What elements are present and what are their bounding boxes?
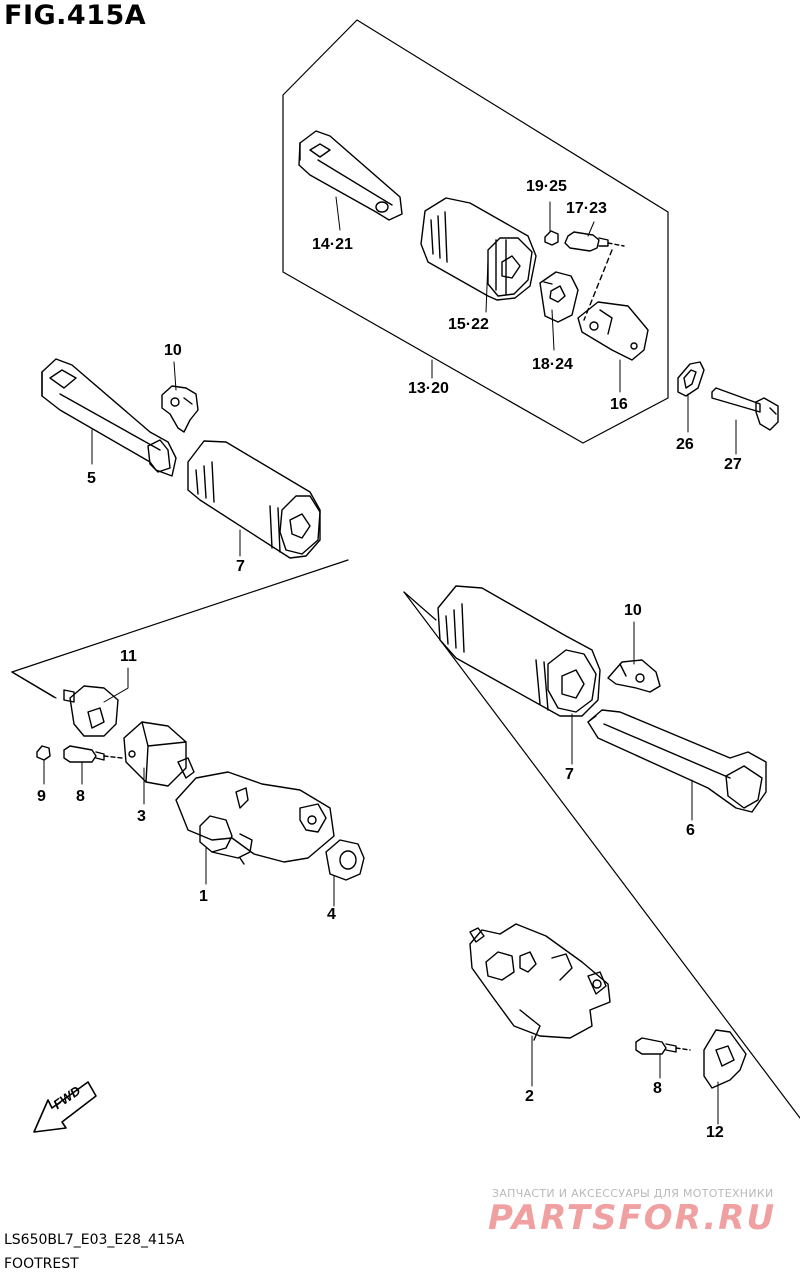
part-2-bracket xyxy=(469,923,611,1041)
callout-4: 4 xyxy=(327,906,336,923)
watermark-logo: PARTSFOR.RU xyxy=(488,1198,777,1238)
part-8-pin-right xyxy=(635,1037,691,1055)
callout-18-24: 18·24 xyxy=(532,356,573,373)
callout-10-left: 10 xyxy=(164,342,182,359)
section-line-right xyxy=(403,591,800,1119)
part-26-washer xyxy=(677,361,705,397)
part-6-footrest-bar xyxy=(587,709,767,813)
callout-13-20: 13·20 xyxy=(408,380,449,397)
watermark-tagline: ЗАПЧАСТИ И АКСЕССУАРЫ ДЛЯ МОТОТЕХНИКИ xyxy=(492,1187,774,1200)
part-11-cover xyxy=(63,685,119,737)
model-code: LS650BL7_E03_E28_415A xyxy=(4,1232,185,1248)
leader-lines xyxy=(43,196,737,1125)
part-15-22-footrest-rubber xyxy=(420,197,537,301)
callout-8-right: 8 xyxy=(653,1080,662,1097)
callout-15-22: 15·22 xyxy=(448,316,489,333)
callout-3: 3 xyxy=(137,808,146,825)
part-10-clip-right xyxy=(607,659,661,693)
figure-title: FIG.415A xyxy=(4,0,147,31)
part-19-25-cap xyxy=(544,230,559,246)
callout-5: 5 xyxy=(87,470,96,487)
part-18-24-plate xyxy=(539,271,579,323)
callout-11: 11 xyxy=(120,648,137,665)
callout-2: 2 xyxy=(525,1088,534,1105)
callout-7-right: 7 xyxy=(565,766,574,783)
part-9-cap xyxy=(36,745,51,761)
part-4-nut xyxy=(325,839,365,881)
callout-27: 27 xyxy=(724,456,742,473)
callout-16: 16 xyxy=(610,396,628,413)
assembly-box-outline xyxy=(282,19,669,444)
part-1-bracket xyxy=(175,771,335,865)
callout-1: 1 xyxy=(199,888,208,905)
part-10-clip-left xyxy=(161,385,199,433)
part-5-footrest-bar xyxy=(41,358,177,477)
part-12-cover xyxy=(703,1029,747,1089)
part-3-block xyxy=(123,721,195,787)
fwd-arrow-icon xyxy=(33,1081,97,1133)
callout-9: 9 xyxy=(37,788,46,805)
callout-6: 6 xyxy=(686,822,695,839)
part-27-bolt xyxy=(711,387,779,431)
part-7-footrest-rubber-right xyxy=(437,585,601,717)
callout-10-right: 10 xyxy=(624,602,642,619)
part-8-pin-left xyxy=(63,745,123,763)
callout-19-25: 19·25 xyxy=(526,178,567,195)
part-16-bracket xyxy=(577,249,649,361)
figure-caption: FOOTREST xyxy=(4,1256,79,1272)
callout-26: 26 xyxy=(676,436,694,453)
part-17-23-pin xyxy=(564,231,625,252)
callout-12: 12 xyxy=(706,1124,724,1141)
callout-8-left: 8 xyxy=(76,788,85,805)
section-line-left xyxy=(11,559,349,673)
part-14-21-footrest-bar xyxy=(298,130,403,221)
callout-14-21: 14·21 xyxy=(312,236,353,253)
part-7-footrest-rubber-left xyxy=(187,440,321,559)
callout-7-left: 7 xyxy=(236,558,245,575)
callout-17-23: 17·23 xyxy=(566,200,607,217)
